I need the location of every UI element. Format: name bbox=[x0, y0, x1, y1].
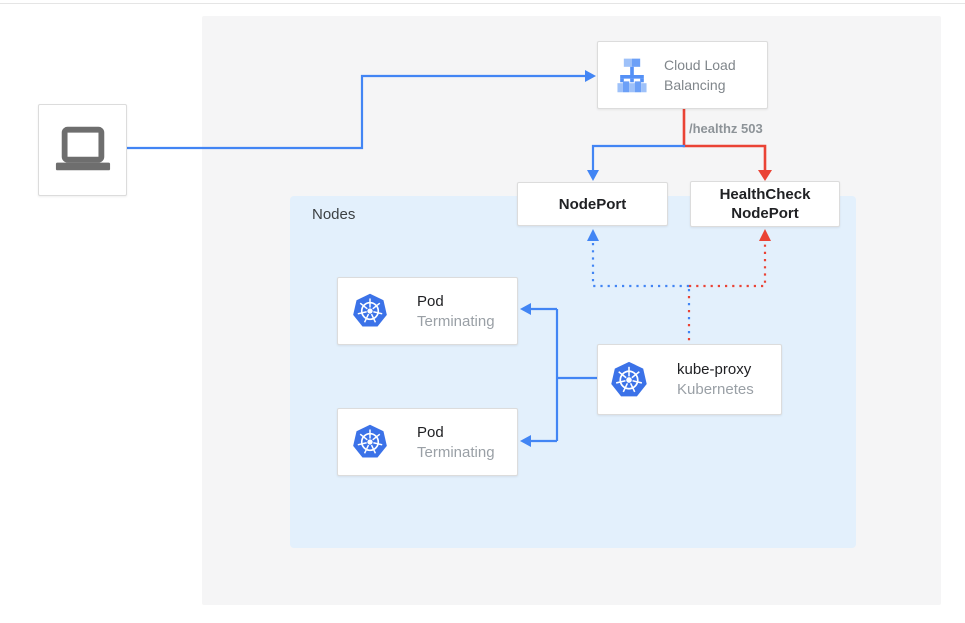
kube-proxy-label: kube-proxy bbox=[677, 361, 752, 378]
pod-label: Pod bbox=[417, 292, 444, 310]
nodes-group-label: Nodes bbox=[312, 206, 356, 223]
kubernetes-icon bbox=[352, 292, 388, 328]
kube-proxy-sublabel: Kubernetes bbox=[677, 381, 754, 398]
nodeport-label: NodePort bbox=[558, 195, 627, 213]
client-node bbox=[38, 104, 127, 196]
kube-proxy-node: kube-proxy Kubernetes bbox=[597, 344, 782, 415]
pod-node-2: Pod Terminating bbox=[337, 408, 518, 476]
healthcheck-nodeport-node: HealthCheck NodePort bbox=[690, 181, 840, 227]
nodeport-node: NodePort bbox=[517, 182, 668, 226]
pod-status: Terminating bbox=[417, 443, 495, 461]
healthz-annotation: /healthz 503 bbox=[689, 121, 763, 136]
kubernetes-icon bbox=[352, 423, 388, 459]
load-balancer-icon bbox=[617, 58, 647, 93]
pod-node-1: Pod Terminating bbox=[337, 277, 518, 345]
kubernetes-icon bbox=[610, 360, 648, 397]
laptop-icon bbox=[55, 126, 110, 171]
pod-label: Pod bbox=[417, 423, 444, 441]
cloud-load-balancing-node: Cloud Load Balancing bbox=[597, 41, 768, 109]
healthcheck-nodeport-label: HealthCheck NodePort bbox=[719, 186, 811, 222]
cloud-load-balancing-label: Cloud Load Balancing bbox=[664, 57, 736, 93]
pod-status: Terminating bbox=[417, 312, 495, 330]
top-divider bbox=[0, 3, 965, 4]
